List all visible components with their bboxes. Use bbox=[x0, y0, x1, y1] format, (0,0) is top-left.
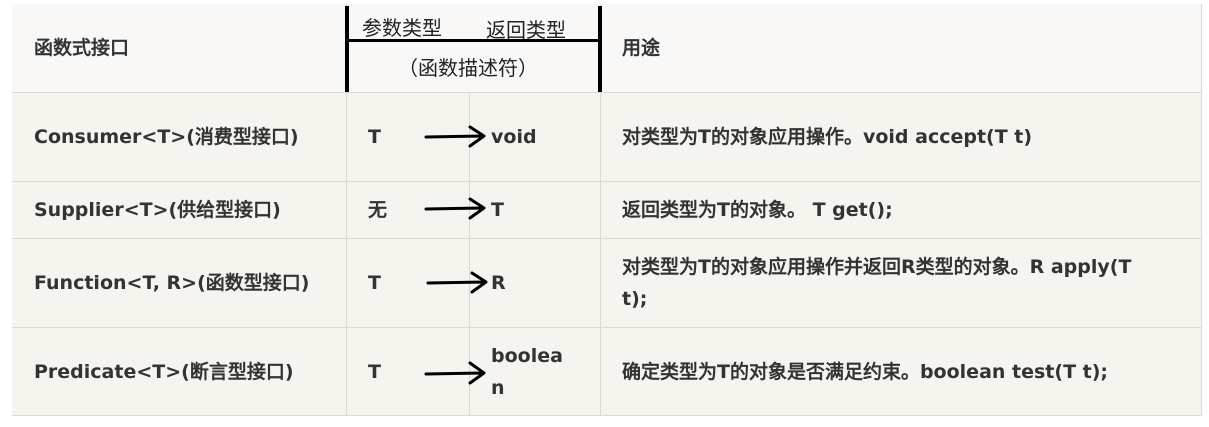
row-usage: 对类型为T的对象应用操作并返回R类型的对象。R apply(T t); bbox=[622, 238, 1142, 327]
row-usage: 确定类型为T的对象是否满足约束。boolean test(T t); bbox=[622, 327, 1192, 416]
row-usage: 对类型为T的对象应用操作。void accept(T t) bbox=[622, 92, 1182, 181]
row-param: T bbox=[368, 327, 428, 416]
table-row: Consumer<T>(消费型接口) bbox=[12, 92, 346, 181]
row-return: void bbox=[491, 92, 591, 181]
arrow-icon bbox=[424, 125, 486, 148]
row-usage-text: 确定类型为T的对象是否满足约束。boolean test(T t); bbox=[622, 360, 1109, 383]
table-row: Function<T, R>(函数型接口) bbox=[12, 238, 346, 327]
row-usage: 返回类型为T的对象。 T get(); bbox=[622, 181, 1182, 238]
row-usage-text: 对类型为T的对象应用操作。void accept(T t) bbox=[622, 125, 1033, 148]
row-return: boolean bbox=[491, 327, 575, 416]
hand-drawn-divider bbox=[346, 39, 600, 42]
arrow-icon bbox=[426, 271, 488, 294]
row-param-text: 无 bbox=[368, 198, 388, 221]
row-param: T bbox=[368, 92, 428, 181]
row-param: 无 bbox=[368, 181, 428, 238]
row-interface: Consumer<T>(消费型接口) bbox=[34, 125, 299, 148]
header-interface: 函数式接口 bbox=[34, 37, 130, 59]
row-return-text: R bbox=[491, 271, 506, 294]
row-interface: Supplier<T>(供给型接口) bbox=[34, 198, 281, 221]
header-interface-cell: 函数式接口 bbox=[12, 4, 346, 92]
row-divider bbox=[12, 238, 1202, 239]
row-param-text: T bbox=[368, 360, 381, 383]
row-divider bbox=[12, 92, 1202, 93]
hand-drawn-left-bar bbox=[345, 6, 349, 92]
header-usage-cell: 用途 bbox=[600, 4, 1202, 92]
row-divider bbox=[12, 415, 1202, 416]
row-usage-text: 对类型为T的对象应用操作并返回R类型的对象。R apply(T t); bbox=[622, 255, 1132, 310]
arrow-icon bbox=[424, 361, 486, 385]
column-divider bbox=[469, 92, 470, 416]
hand-drawn-right-bar bbox=[598, 6, 602, 92]
column-divider bbox=[346, 4, 347, 416]
row-interface: Function<T, R>(函数型接口) bbox=[34, 271, 310, 294]
row-return-text: void bbox=[491, 125, 537, 148]
header-usage: 用途 bbox=[622, 37, 661, 59]
row-param: T bbox=[368, 238, 428, 327]
row-divider bbox=[12, 327, 1202, 328]
row-bg-4 bbox=[12, 327, 1202, 416]
header-return-type: 返回类型 bbox=[486, 18, 566, 42]
row-return: R bbox=[491, 238, 591, 327]
row-param-text: T bbox=[368, 125, 381, 148]
header-descriptor: （函数描述符） bbox=[398, 56, 538, 80]
row-interface: Predicate<T>(断言型接口) bbox=[34, 360, 294, 383]
header-param-type: 参数类型 bbox=[362, 16, 442, 40]
column-divider bbox=[600, 4, 601, 416]
row-bg-2 bbox=[12, 181, 1202, 238]
table-row: Predicate<T>(断言型接口) bbox=[12, 327, 346, 416]
row-usage-text: 返回类型为T的对象。 T get(); bbox=[622, 198, 893, 221]
row-return: T bbox=[491, 181, 591, 238]
row-bg-3 bbox=[12, 238, 1202, 327]
functional-interface-table: 函数式接口 用途 参数类型 返回类型 （函数描述符） Consumer<T>(消… bbox=[12, 4, 1202, 416]
row-return-text: boolean bbox=[491, 344, 563, 399]
table-row: Supplier<T>(供给型接口) bbox=[12, 181, 346, 238]
header-descriptor-cell bbox=[346, 4, 600, 92]
arrow-icon bbox=[424, 197, 486, 220]
column-divider bbox=[1201, 4, 1202, 416]
row-param-text: T bbox=[368, 271, 381, 294]
row-divider bbox=[12, 181, 1202, 182]
row-bg-1 bbox=[12, 92, 1202, 181]
row-return-text: T bbox=[491, 198, 504, 221]
